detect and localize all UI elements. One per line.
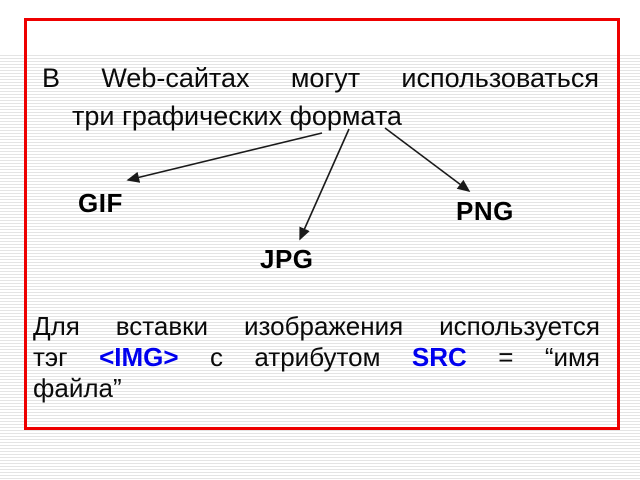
- paragraph-word: =: [498, 342, 514, 372]
- title-word: могут: [290, 63, 361, 93]
- paragraph-line-3: файла”: [33, 373, 122, 403]
- title-word: использоваться: [401, 63, 599, 93]
- background-stripes: [0, 55, 640, 480]
- format-label-png: PNG: [456, 196, 514, 226]
- title-line-2: три графических формата: [72, 101, 402, 131]
- format-label-gif: GIF: [78, 188, 123, 218]
- slide-border-frame: [24, 18, 620, 430]
- paragraph-word: изображения: [243, 311, 404, 341]
- title-word: В: [42, 63, 61, 93]
- paragraph-word: “имя: [544, 342, 600, 372]
- paragraph-word: вставки: [115, 311, 209, 341]
- paragraph-word: Для: [33, 311, 80, 341]
- title-line-1: В Web-сайтах могут использоваться: [42, 59, 599, 97]
- paragraph-line-2: тэг <IMG> с атрибутом SRC = “имя: [33, 342, 600, 373]
- title-word: Web-сайтах: [101, 63, 250, 93]
- format-label-jpg: JPG: [260, 244, 314, 274]
- paragraph-word: с: [210, 342, 223, 372]
- src-attribute-text: SRC: [411, 342, 467, 372]
- paragraph-word: атрибутом: [254, 342, 381, 372]
- body-paragraph: Для вставки изображения используется тэг…: [33, 311, 600, 404]
- paragraph-word: тэг: [33, 342, 68, 372]
- paragraph-line-1: Для вставки изображения используется: [33, 311, 600, 342]
- img-tag-text: <IMG>: [99, 342, 179, 372]
- paragraph-word: используется: [439, 311, 600, 341]
- slide-title: В Web-сайтах могут использоваться три гр…: [42, 59, 599, 135]
